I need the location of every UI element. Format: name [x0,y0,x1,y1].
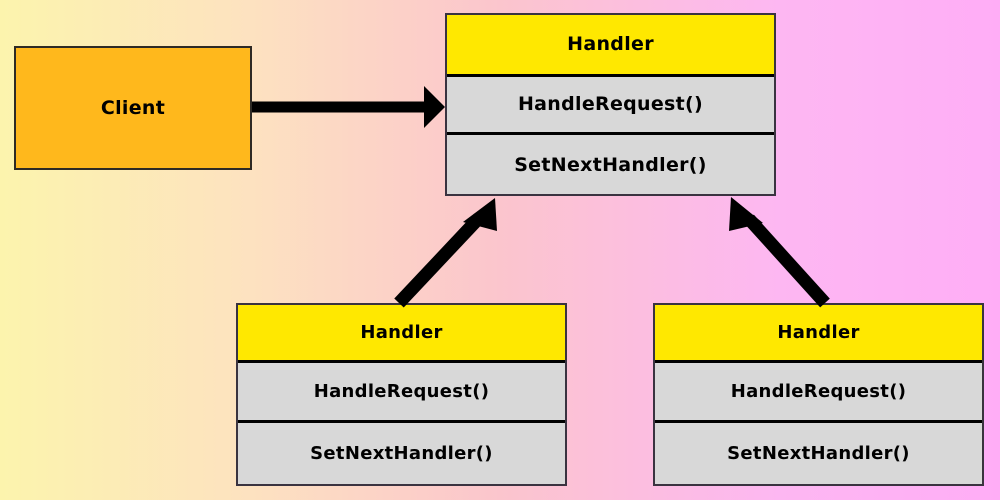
class-operation-handle-request-top: HandleRequest() [447,76,774,136]
connector-left-handler-to-handler [394,198,497,308]
client-box[interactable]: Client [14,46,252,170]
connector-line-right-handler [744,214,830,308]
class-operation-handle-request-right: HandleRequest() [655,362,982,424]
class-box-handler-top[interactable]: Handler HandleRequest() SetNextHandler() [445,13,776,196]
arrowhead-left-handler [463,198,497,231]
class-operation-set-next-handler-top: SetNextHandler() [447,135,774,194]
connector-client-to-handler [252,86,445,128]
class-operation-set-next-handler-right: SetNextHandler() [655,423,982,485]
class-box-handler-left[interactable]: Handler HandleRequest() SetNextHandler() [236,303,567,486]
client-label: Client [100,97,166,119]
class-title-handler-top: Handler [447,15,774,77]
connector-line-left-handler [394,213,484,308]
arrowhead-client-to-handler [424,86,445,128]
arrowhead-right-handler [729,197,763,231]
class-title-handler-left: Handler [238,305,565,363]
connector-right-handler-to-handler [729,197,830,308]
class-operation-set-next-handler-left: SetNextHandler() [238,423,565,485]
class-title-handler-right: Handler [655,305,982,363]
class-box-handler-right[interactable]: Handler HandleRequest() SetNextHandler() [653,303,984,486]
class-operation-handle-request-left: HandleRequest() [238,362,565,424]
